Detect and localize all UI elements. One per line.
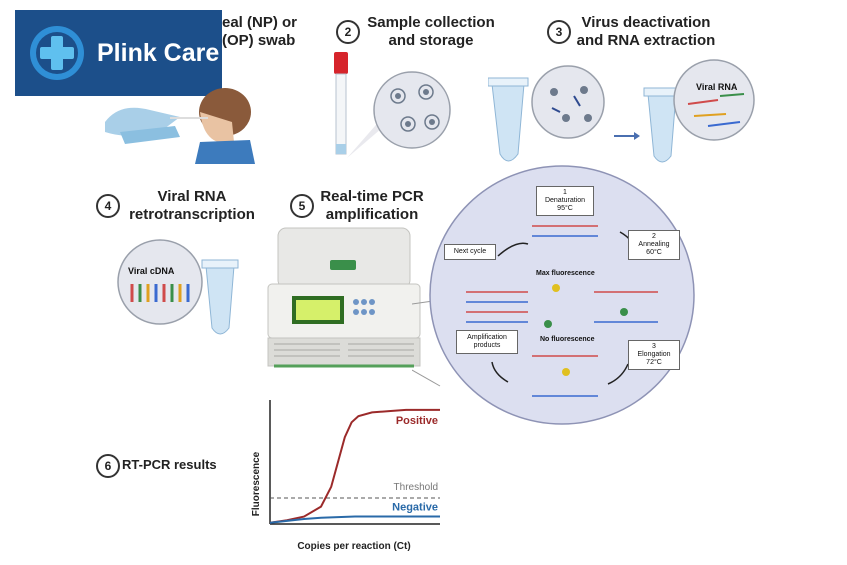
max-fluorescence-label: Max fluorescence <box>536 270 595 277</box>
denaturation-temp: 95°C <box>557 205 573 212</box>
chart-x-axis-label: Copies per reaction (Ct) <box>297 541 410 552</box>
no-fluorescence-label: No fluorescence <box>540 336 595 343</box>
chart-y-axis-label: Fluorescence <box>251 451 262 516</box>
denaturation-number: 1 <box>563 189 567 196</box>
elongation-number: 3 <box>652 343 656 350</box>
step1-title: eal (NP) or (OP) swab <box>222 14 297 50</box>
cdna-illustration <box>117 239 239 335</box>
elongation-label: Elongation <box>637 351 671 358</box>
step1-title-line2: (OP) swab <box>222 32 296 49</box>
step2-title-line2: and storage <box>388 32 474 49</box>
step5-title-line2: amplification <box>325 206 419 223</box>
next-cycle-box: Next cycle <box>444 244 496 260</box>
step4-title-line1: Viral RNA <box>157 188 227 205</box>
step2-title-line1: Sample collection <box>367 14 495 31</box>
step4-title: Viral RNA retrotranscription <box>122 188 262 224</box>
brand-logo: Plink Care <box>15 10 222 96</box>
step3-number: 3 <box>547 20 571 44</box>
step2-title: Sample collection and storage <box>362 14 500 50</box>
series-label-positive: Positive <box>396 415 438 427</box>
annealing-box: 2 Annealing 60°C <box>628 230 680 260</box>
annealing-label: Annealing <box>638 241 670 248</box>
denaturation-box: 1 Denaturation 95°C <box>536 186 594 216</box>
amplification-products-box: Amplification products <box>456 330 518 354</box>
step4-title-line2: retrotranscription <box>129 206 255 223</box>
threshold-label: Threshold <box>394 482 438 493</box>
elongation-temp: 72°C <box>646 359 662 366</box>
pcr-machine-illustration <box>267 227 421 368</box>
step6-number: 6 <box>96 454 120 478</box>
viral-rna-label: Viral RNA <box>696 82 738 92</box>
annealing-temp: 60°C <box>646 249 662 256</box>
swab-illustration <box>105 88 255 164</box>
rna-extraction-illustration <box>488 59 755 163</box>
denaturation-label: Denaturation <box>544 197 586 204</box>
brand-name: Plink Care <box>97 38 220 67</box>
step5-number: 5 <box>290 194 314 218</box>
plink-care-logo-icon <box>30 26 84 80</box>
step3-title-line1: Virus deactivation <box>581 14 711 31</box>
step3-title-line2: and RNA extraction <box>576 32 716 49</box>
step6-title: RT-PCR results <box>122 457 217 472</box>
series-line-negative <box>269 515 440 524</box>
elongation-box: 3 Elongation 72°C <box>628 340 680 370</box>
step5-title-line1: Real-time PCR <box>320 188 424 205</box>
series-line-positive <box>269 408 440 524</box>
series-label-negative: Negative <box>392 502 438 514</box>
viral-cdna-label: Viral cDNA <box>128 266 175 276</box>
step3-title: Virus deactivation and RNA extraction <box>572 14 720 50</box>
step1-title-line1: eal (NP) or <box>222 14 298 31</box>
annealing-number: 2 <box>652 233 656 240</box>
step2-number: 2 <box>336 20 360 44</box>
step4-number: 4 <box>96 194 120 218</box>
step5-title: Real-time PCR amplification <box>314 188 430 224</box>
sample-tube-illustration <box>334 52 451 158</box>
